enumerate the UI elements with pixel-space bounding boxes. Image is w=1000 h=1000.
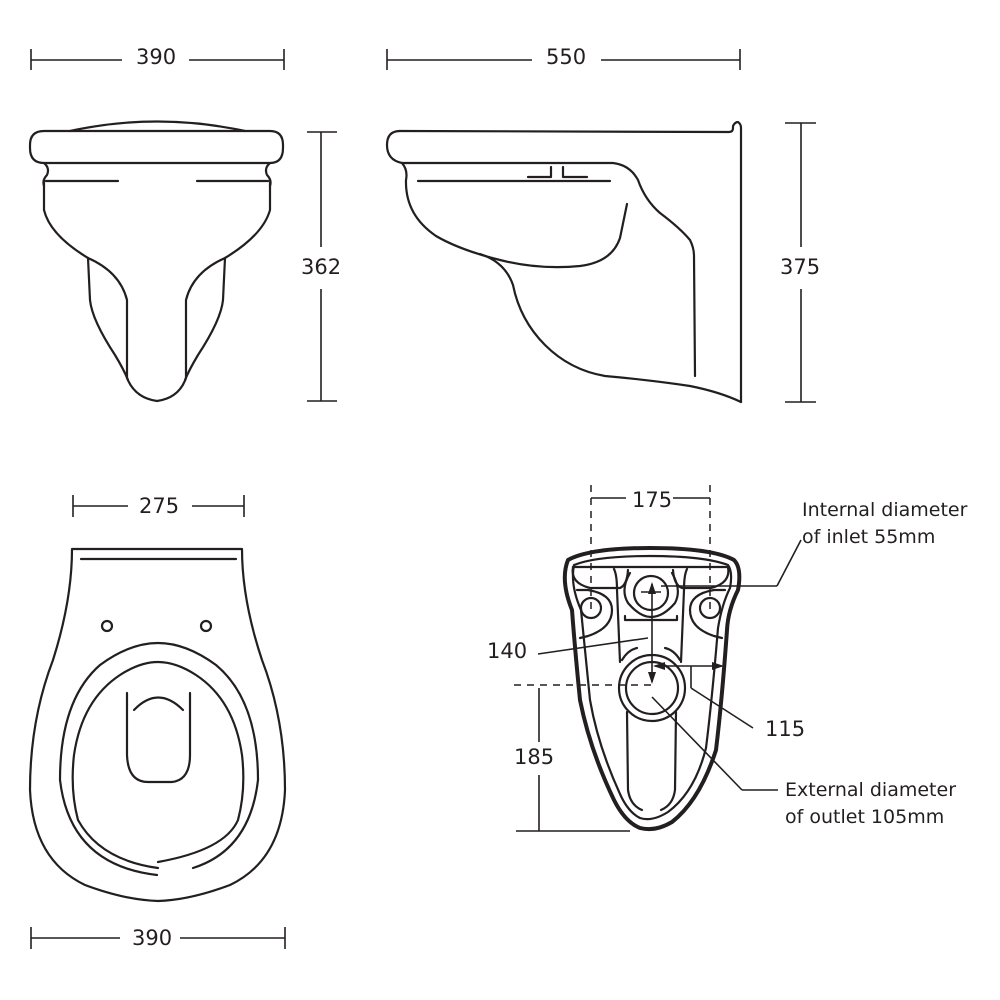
- top-seat-fixing-dimension-line: [72, 495, 245, 517]
- top-view: [28, 495, 287, 949]
- rear-inlet-outlet-distance-label: 140: [487, 639, 528, 663]
- front-width-label: 390: [136, 45, 177, 69]
- side-depth-dimension-line: [386, 49, 741, 70]
- side-height-dimension-line: [785, 122, 816, 403]
- side-depth-label: 550: [546, 45, 587, 69]
- side-height-label: 375: [780, 255, 821, 279]
- rear-outlet-edge-distance-label: 115: [765, 717, 806, 741]
- outlet-note-line-2: of outlet 105mm: [785, 806, 945, 828]
- front-view: [28, 49, 337, 403]
- rear-outlet-height-label: 185: [514, 745, 555, 769]
- rear-fixing-centres-label: 175: [632, 488, 673, 512]
- inlet-note-line-1: Internal diameter: [802, 499, 968, 521]
- front-height-dimension-line: [307, 131, 337, 402]
- top-width-dimension-line: [30, 927, 286, 949]
- top-seat-fixing-label: 275: [139, 494, 180, 518]
- inlet-diameter-note: Internal diameter of inlet 55mm: [802, 497, 967, 551]
- side-view: [385, 49, 816, 404]
- outlet-diameter-note: External diameter of outlet 105mm: [785, 777, 956, 831]
- front-height-label: 362: [301, 255, 342, 279]
- rear-view: [514, 485, 802, 832]
- outlet-note-line-1: External diameter: [785, 779, 956, 801]
- top-width-label: 390: [132, 926, 173, 950]
- front-width-dimension-line: [30, 49, 285, 70]
- inlet-note-line-2: of inlet 55mm: [802, 526, 936, 548]
